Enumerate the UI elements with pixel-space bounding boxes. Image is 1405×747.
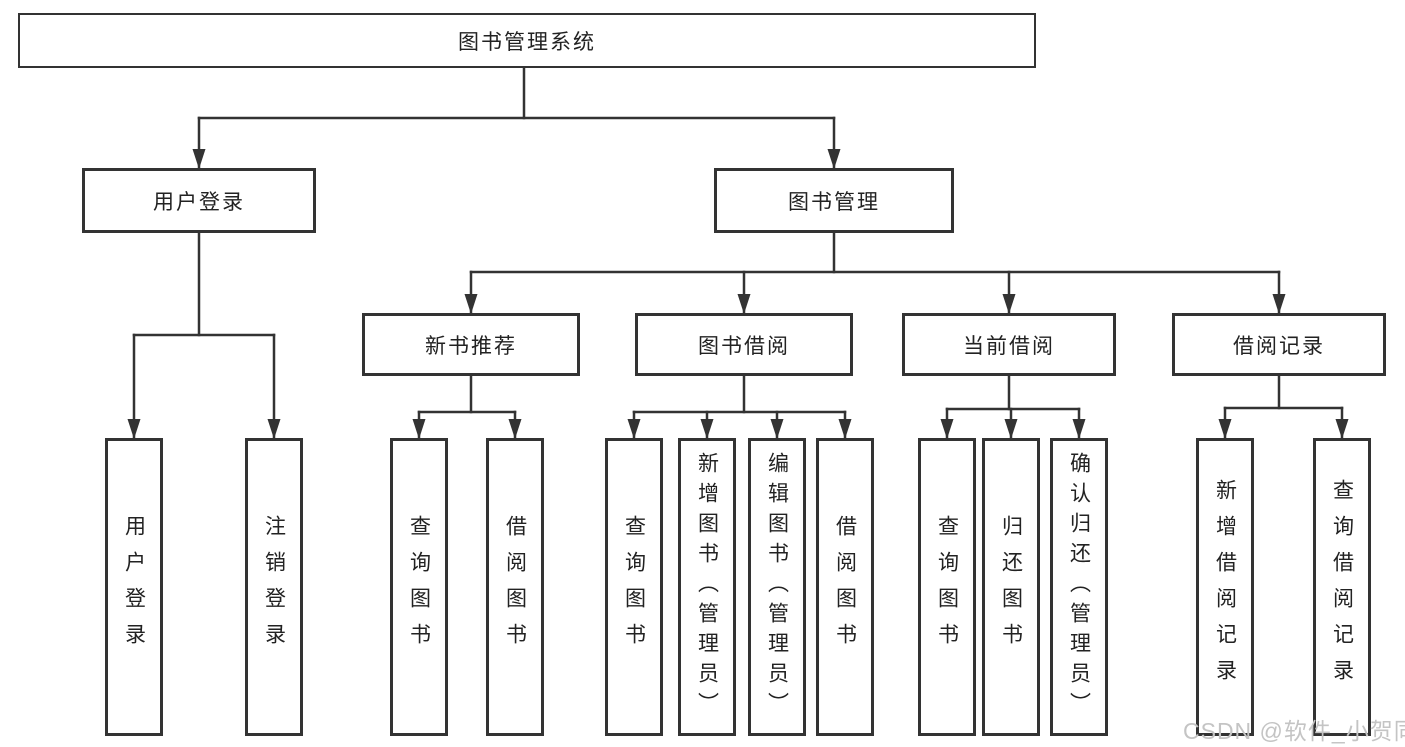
node-leaf-query-books-recommend: 查询图书 [390, 438, 448, 736]
node-current-borrowing: 当前借阅 [902, 313, 1116, 376]
node-leaf-edit-books-admin: 编辑图书（管理员） [748, 438, 806, 736]
node-new-book-recommendation: 新书推荐 [362, 313, 580, 376]
node-leaf-logout: 注销登录 [245, 438, 303, 736]
node-leaf-borrow-books: 借阅图书 [816, 438, 874, 736]
node-leaf-add-books-admin: 新增图书（管理员） [678, 438, 736, 736]
node-leaf-confirm-return-admin: 确认归还（管理员） [1050, 438, 1108, 736]
node-leaf-return-books: 归还图书 [982, 438, 1040, 736]
node-user-login: 用户登录 [82, 168, 316, 233]
node-book-management: 图书管理 [714, 168, 954, 233]
node-book-borrowing: 图书借阅 [635, 313, 853, 376]
node-leaf-borrow-books-recommend: 借阅图书 [486, 438, 544, 736]
node-leaf-query-borrow-record: 查询借阅记录 [1313, 438, 1371, 736]
node-library-management-system: 图书管理系统 [18, 13, 1036, 68]
node-borrowing-records: 借阅记录 [1172, 313, 1386, 376]
node-leaf-add-borrow-record: 新增借阅记录 [1196, 438, 1254, 736]
watermark: CSDN @软件_小贺同学 [1183, 718, 1405, 744]
node-leaf-user-login: 用户登录 [105, 438, 163, 736]
node-leaf-query-books-borrow: 查询图书 [605, 438, 663, 736]
node-leaf-query-books-current: 查询图书 [918, 438, 976, 736]
